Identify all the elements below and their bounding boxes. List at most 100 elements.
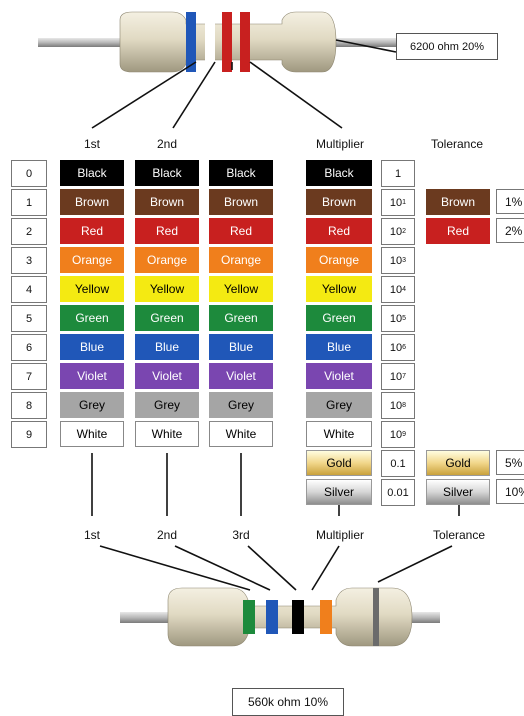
multiplier-chip-violet: Violet (306, 363, 372, 389)
digit-cell: 5 (11, 305, 47, 332)
digit-cell: 4 (11, 276, 47, 303)
bottom-label-2nd: 2nd (156, 528, 178, 542)
digit-cell: 2 (11, 218, 47, 245)
multiplier-value: 0.01 (381, 479, 415, 506)
column-connector-lines (91, 453, 460, 516)
bottom-resistor (120, 587, 440, 647)
band2-chip-black: Black (135, 160, 199, 186)
multiplier-value: 0.1 (381, 450, 415, 477)
band3-chip-green: Green (209, 305, 273, 331)
top-connector-lines (91, 39, 397, 129)
tolerance-percent: 1% (496, 189, 524, 214)
multiplier-chip-white: White (306, 421, 372, 447)
band2-chip-orange: Orange (135, 247, 199, 273)
bottom-label-3rd: 3rd (232, 528, 250, 542)
multiplier-chip-red: Red (306, 218, 372, 244)
tolerance-chip-red: Red (426, 218, 490, 244)
band1-chip-brown: Brown (60, 189, 124, 215)
band3-chip-black: Black (209, 160, 273, 186)
multiplier-chip-blue: Blue (306, 334, 372, 360)
band1-chip-blue: Blue (60, 334, 124, 360)
bottom-lead-left (120, 612, 180, 623)
digit-cell: 3 (11, 247, 47, 274)
bottom-lead-right (400, 612, 440, 623)
band1-chip-red: Red (60, 218, 124, 244)
bottom-label-multiplier: Multiplier (315, 528, 364, 542)
bottom-band-5 (373, 588, 379, 646)
bottom-label-tolerance: Tolerance (432, 528, 486, 542)
multiplier-chip-brown: Brown (306, 189, 372, 215)
band2-chip-grey: Grey (135, 392, 199, 418)
band2-chip-blue: Blue (135, 334, 199, 360)
band3-chip-violet: Violet (209, 363, 273, 389)
top-band-3 (222, 12, 232, 72)
header-multiplier: Multiplier (315, 137, 364, 151)
band1-chip-grey: Grey (60, 392, 124, 418)
multiplier-value: 1 (381, 160, 415, 187)
band1-chip-yellow: Yellow (60, 276, 124, 302)
band1-chip-violet: Violet (60, 363, 124, 389)
tolerance-percent: 5% (496, 450, 524, 475)
top-lead-left (38, 38, 128, 47)
digit-cell: 0 (11, 160, 47, 187)
band2-chip-brown: Brown (135, 189, 199, 215)
tolerance-chip-silver: Silver (426, 479, 490, 505)
band2-chip-red: Red (135, 218, 199, 244)
bottom-resistor-body (167, 587, 413, 647)
header-tolerance: Tolerance (430, 137, 484, 151)
bottom-band-4 (320, 600, 332, 634)
digit-cell: 8 (11, 392, 47, 419)
tolerance-chip-brown: Brown (426, 189, 490, 215)
top-resistor-value-label: 6200 ohm 20% (396, 33, 498, 60)
digit-cell: 1 (11, 189, 47, 216)
band3-chip-red: Red (209, 218, 273, 244)
bottom-band-2 (266, 600, 278, 634)
bottom-connector-lines (99, 545, 453, 591)
multiplier-chip-yellow: Yellow (306, 276, 372, 302)
top-resistor (38, 11, 396, 73)
tolerance-percent: 2% (496, 218, 524, 243)
top-lead-right (330, 38, 396, 47)
band3-chip-orange: Orange (209, 247, 273, 273)
multiplier-chip-grey: Grey (306, 392, 372, 418)
multiplier-chip-black: Black (306, 160, 372, 186)
top-band-1 (186, 12, 196, 72)
header-2nd: 2nd (156, 137, 178, 151)
top-band-2 (205, 12, 215, 72)
header-1st: 1st (83, 137, 100, 151)
band2-chip-green: Green (135, 305, 199, 331)
band1-chip-orange: Orange (60, 247, 124, 273)
tolerance-percent: 10% (496, 479, 524, 504)
band2-chip-white: White (135, 421, 199, 447)
band3-chip-yellow: Yellow (209, 276, 273, 302)
band3-chip-grey: Grey (209, 392, 273, 418)
multiplier-chip-gold: Gold (306, 450, 372, 476)
bottom-resistor-value-label: 560k ohm 10% (232, 688, 344, 716)
band1-chip-white: White (60, 421, 124, 447)
digit-cell: 7 (11, 363, 47, 390)
band1-chip-green: Green (60, 305, 124, 331)
band1-chip-black: Black (60, 160, 124, 186)
band2-chip-yellow: Yellow (135, 276, 199, 302)
top-band-4 (240, 12, 250, 72)
digit-cell: 9 (11, 421, 47, 448)
band3-chip-white: White (209, 421, 273, 447)
bottom-label-1st: 1st (83, 528, 100, 542)
band3-chip-blue: Blue (209, 334, 273, 360)
bottom-band-1 (243, 600, 255, 634)
multiplier-chip-orange: Orange (306, 247, 372, 273)
bottom-band-3 (292, 600, 304, 634)
tolerance-chip-gold: Gold (426, 450, 490, 476)
band2-chip-violet: Violet (135, 363, 199, 389)
band3-chip-brown: Brown (209, 189, 273, 215)
